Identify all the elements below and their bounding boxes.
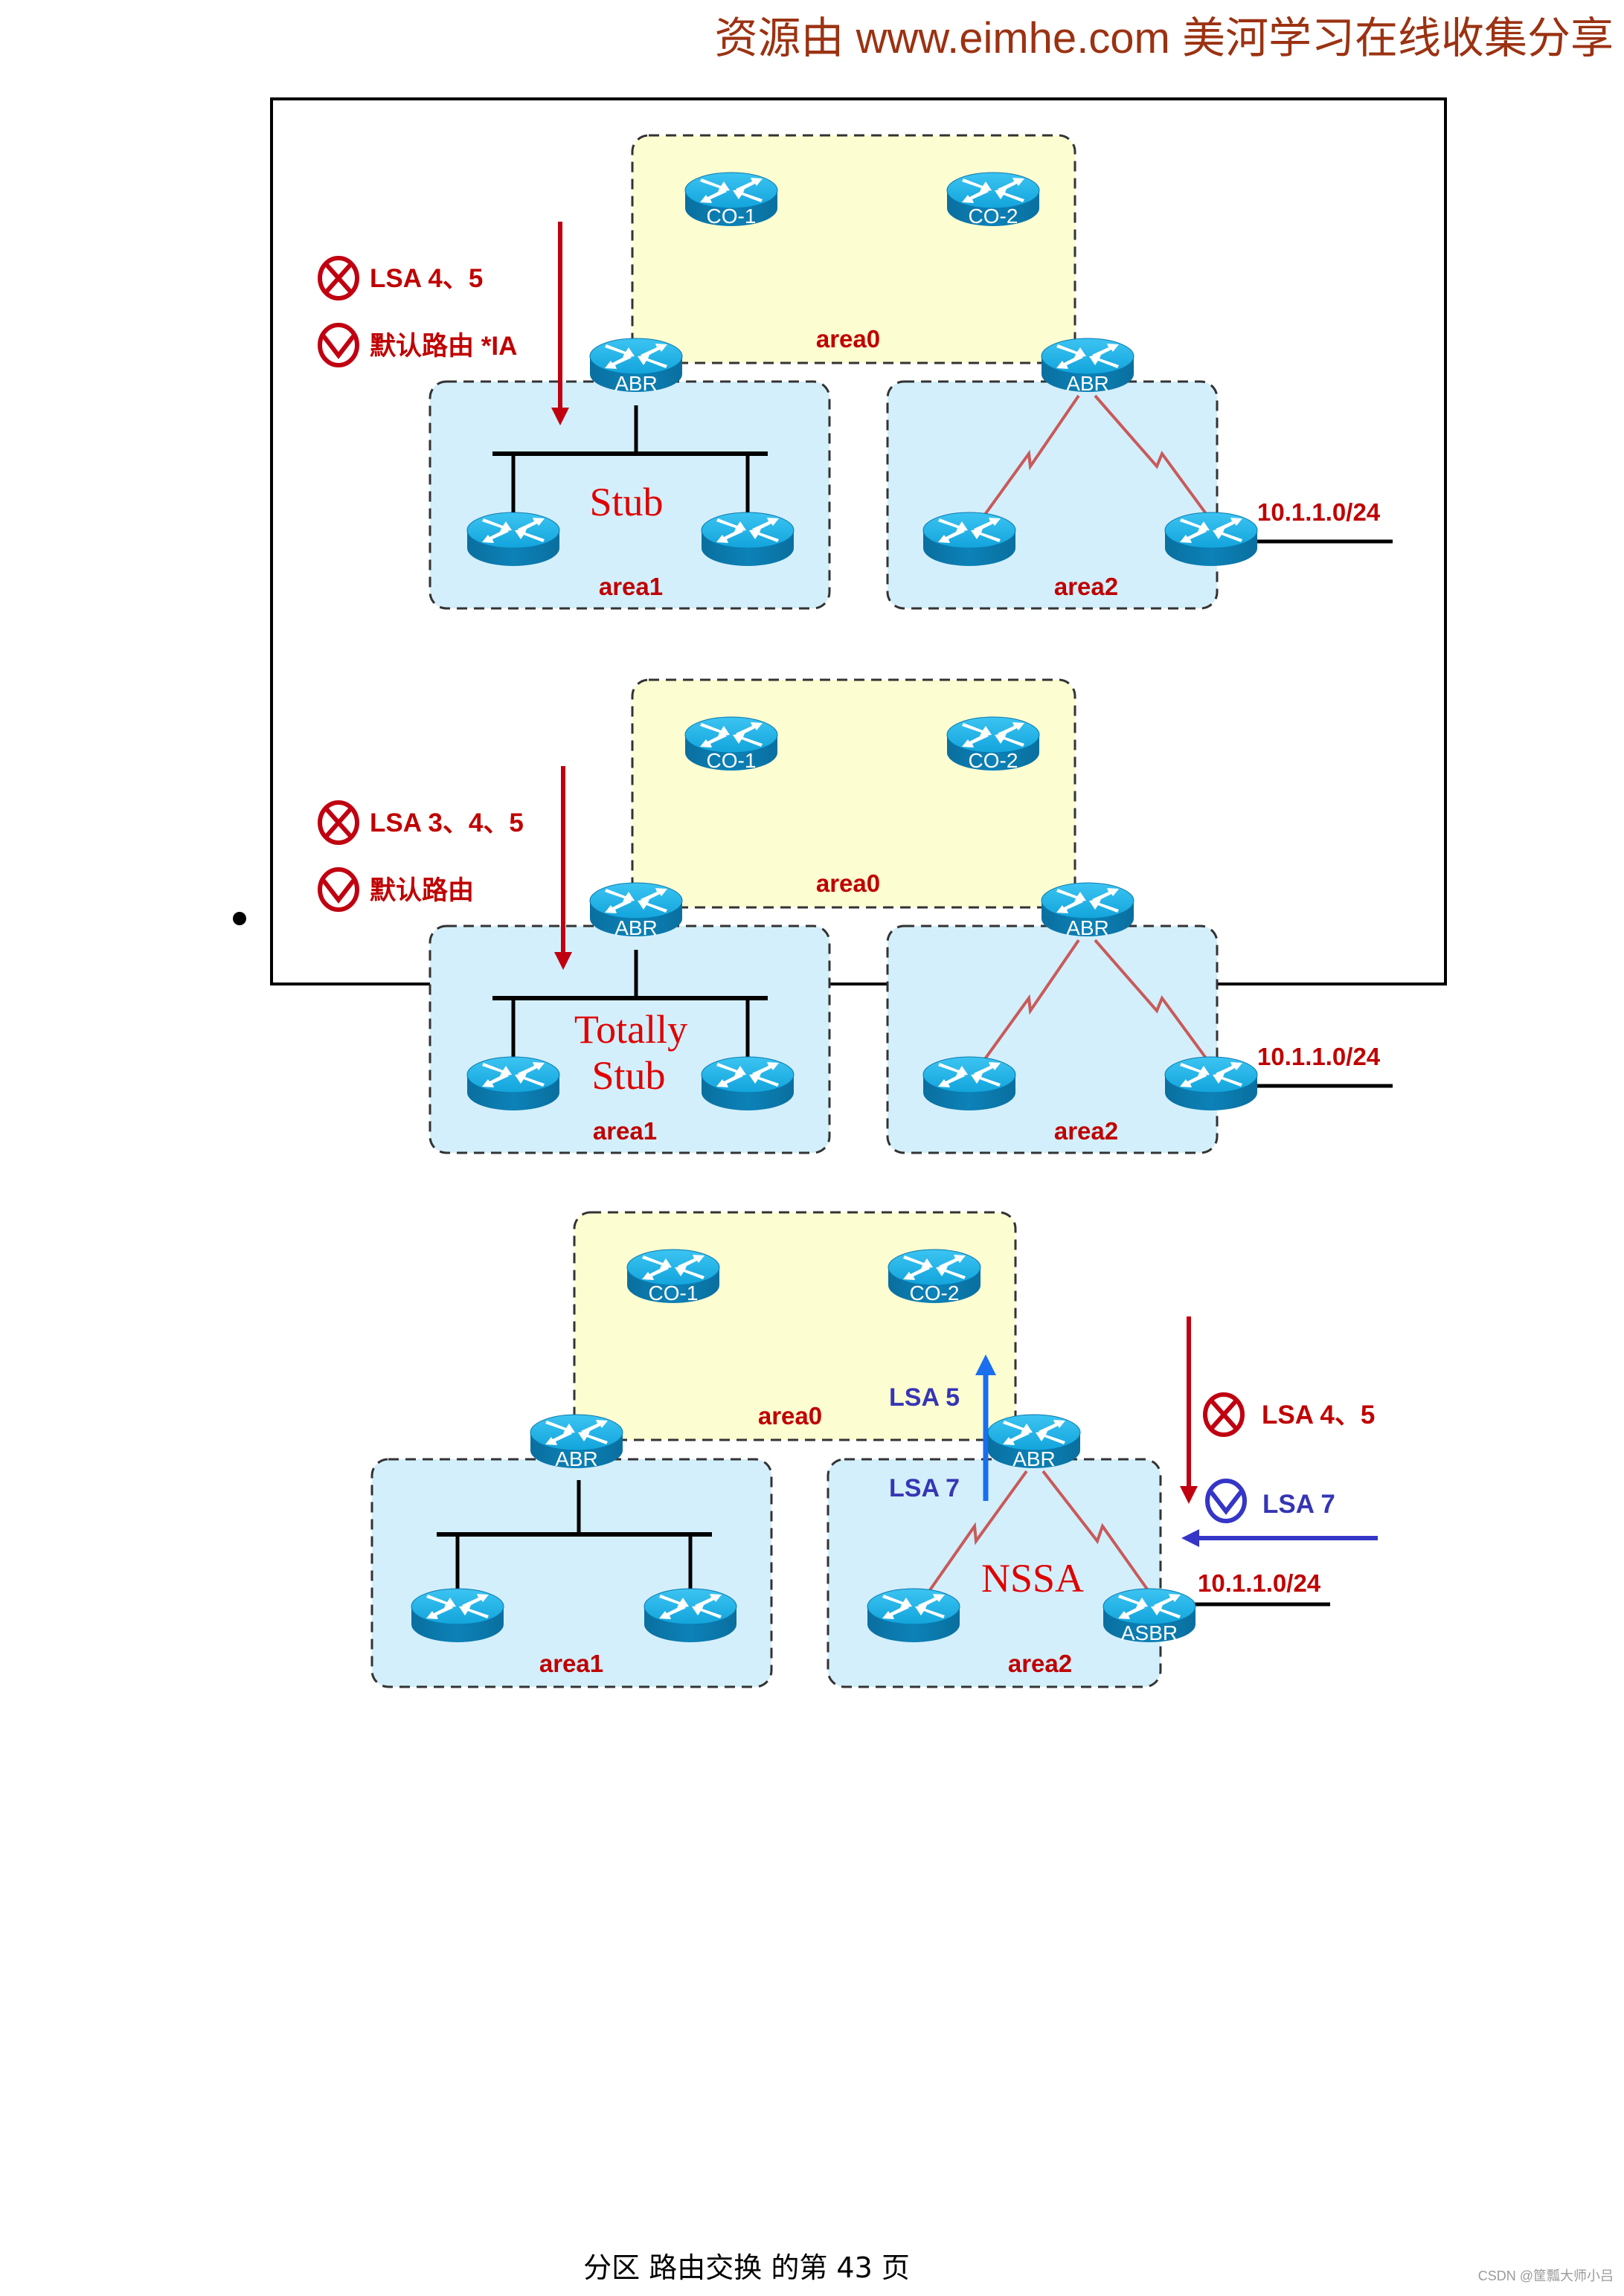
router-area2-left: [922, 512, 1016, 567]
allowed-route-label: 默认路由: [370, 876, 474, 905]
allowed-check-icon: [320, 325, 357, 365]
router-area1-right: [701, 1056, 795, 1111]
router-abr-label: ABR: [1066, 372, 1109, 395]
allowed-lsa-label: LSA 7: [1262, 1490, 1335, 1519]
router-area1-right: [643, 1588, 737, 1643]
area0-label: area0: [758, 1402, 822, 1430]
area-type-label: Stub: [589, 480, 663, 524]
area2-box: [886, 380, 1219, 610]
router-abr-label: ABR: [555, 1447, 598, 1470]
watermark-header: 资源由 www.eimhe.com 美河学习在线收集分享: [714, 14, 1614, 62]
router-asbr-label: ASBR: [1121, 1621, 1178, 1644]
diagram-totally-stub: LSA 3、4、5 默认路由 CO-1 CO-2 ABR ABR area0 a…: [320, 678, 1393, 1154]
router-co2-label: CO-2: [969, 749, 1018, 772]
router-abr-label: ABR: [614, 916, 658, 939]
allowed-check-icon: [1207, 1481, 1245, 1521]
area2-label: area2: [1008, 1650, 1072, 1677]
router-area2-left: [922, 1056, 1016, 1111]
allowed-check-icon: [320, 869, 357, 910]
diagram-stub: LSA 4、5 默认路由 *IA CO-1 CO-2 ABR ABR area0…: [320, 134, 1393, 610]
blocked-x-icon: [320, 803, 357, 843]
area2-label: area2: [1054, 573, 1118, 600]
lsa7-label: LSA 7: [889, 1474, 960, 1502]
network-prefix-label: 10.1.1.0/24: [1257, 498, 1381, 526]
router-area1-left: [411, 1588, 504, 1643]
area1-label: area1: [593, 1117, 657, 1145]
serial-link: [1094, 394, 1213, 522]
lsa5-label: LSA 5: [889, 1383, 960, 1412]
router-co2-label: CO-2: [910, 1282, 960, 1305]
network-prefix-label: 10.1.1.0/24: [1257, 1043, 1381, 1070]
blocked-lsa-label: LSA 4、5: [370, 264, 483, 293]
diagram-nssa: LSA 5 LSA 7 LSA 4、5 LSA 7 CO-1 CO-2 ABR …: [370, 1211, 1378, 1688]
list-bullet: [233, 912, 246, 925]
area1-label: area1: [599, 573, 663, 600]
blocked-x-icon: [1205, 1395, 1242, 1435]
allowed-route-label: 默认路由 *IA: [370, 332, 517, 361]
blocked-x-icon: [320, 258, 357, 298]
area2-box: [886, 924, 1219, 1154]
serial-link: [979, 394, 1080, 522]
router-abr-label: ABR: [1012, 1447, 1056, 1470]
author-credit: CSDN @筐瓢大师小吕: [1477, 2268, 1614, 2283]
page-number-text: 分区 路由交换 的第 43 页: [583, 2251, 910, 2284]
serial-link: [925, 1470, 1028, 1597]
router-area1-left: [466, 1056, 560, 1111]
area0-label: area0: [816, 325, 880, 353]
router-area1-right: [701, 512, 795, 567]
area-type-label: Totally: [574, 1007, 687, 1052]
area-type-label: NSSA: [981, 1556, 1084, 1601]
serial-link: [1094, 939, 1213, 1067]
router-area2-right: [1164, 512, 1258, 567]
page-footer: 分区 路由交换 的第 43 页: [0, 2245, 1624, 2286]
router-area2-right: [1164, 1056, 1258, 1111]
network-prefix-label: 10.1.1.0/24: [1198, 1569, 1321, 1597]
router-co1-label: CO-1: [707, 749, 757, 772]
area2-label: area2: [1054, 1117, 1118, 1145]
blocked-lsa-label: LSA 3、4、5: [370, 808, 524, 837]
area0-label: area0: [816, 869, 880, 897]
router-co1-label: CO-1: [707, 205, 757, 228]
ospf-area-diagrams: LSA 4、5 默认路由 *IA CO-1 CO-2 ABR ABR area0…: [0, 134, 1393, 1688]
area1-label: area1: [539, 1650, 603, 1677]
router-area1-left: [466, 512, 560, 567]
blocked-lsa-label: LSA 4、5: [1262, 1401, 1375, 1430]
router-abr-label: ABR: [614, 372, 658, 395]
router-area2-left: [867, 1588, 960, 1643]
router-co2-label: CO-2: [969, 205, 1018, 228]
area-type-label: Stub: [591, 1053, 665, 1098]
serial-link: [979, 939, 1080, 1067]
figure-frame: [270, 97, 1447, 985]
router-co1-label: CO-1: [649, 1282, 699, 1305]
router-abr-label: ABR: [1066, 916, 1109, 939]
serial-link: [1042, 1470, 1153, 1597]
